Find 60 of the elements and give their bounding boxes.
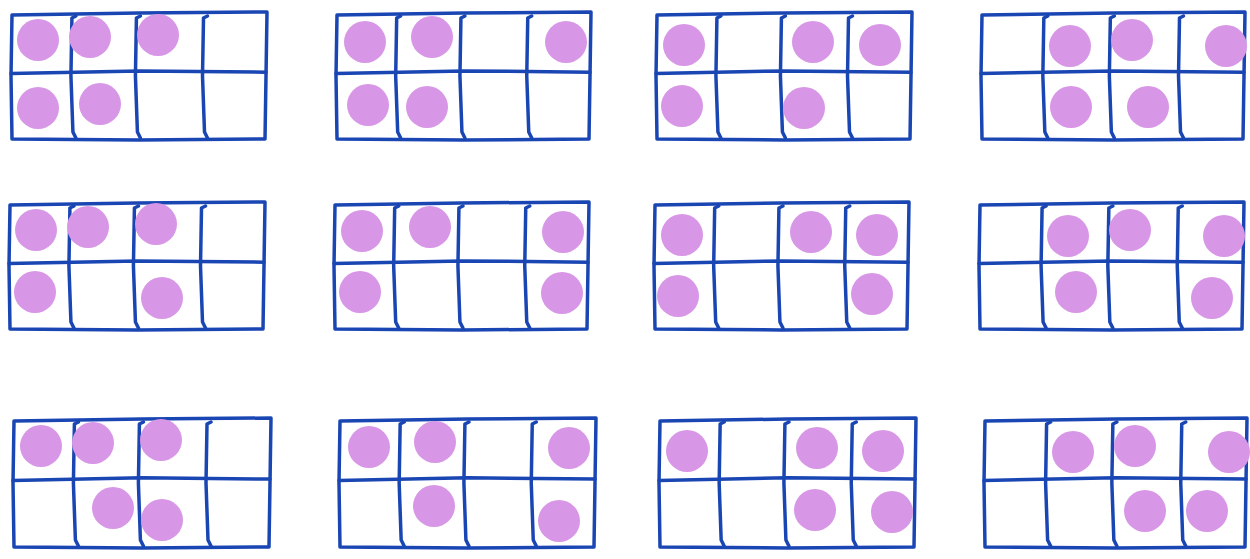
- counter-dot: [1203, 215, 1245, 257]
- counter-dot: [856, 214, 898, 256]
- counter-dot: [1109, 209, 1151, 251]
- counter-dot: [92, 487, 134, 529]
- counter-dot: [341, 210, 383, 252]
- counter-dot: [661, 214, 703, 256]
- counter-dot: [414, 421, 456, 463]
- counter-dot: [406, 86, 448, 128]
- counter-dot: [783, 87, 825, 129]
- counter-dot: [1127, 86, 1169, 128]
- counter-dot: [792, 21, 834, 63]
- counter-dot: [347, 84, 389, 126]
- counter-dot: [67, 206, 109, 248]
- counter-dot: [14, 271, 56, 313]
- counter-dot: [666, 430, 708, 472]
- counter-dot: [344, 21, 386, 63]
- counter-dot: [1047, 215, 1089, 257]
- counter-dot: [1124, 490, 1166, 532]
- counter-dot: [339, 271, 381, 313]
- counter-dot: [411, 16, 453, 58]
- counter-dot: [1049, 25, 1091, 67]
- counter-dot: [137, 14, 179, 56]
- counter-dot: [661, 85, 703, 127]
- counter-dot: [548, 427, 590, 469]
- counter-dot: [538, 500, 580, 542]
- counter-dot: [1055, 271, 1097, 313]
- counter-dot: [1208, 431, 1250, 473]
- counter-dot: [79, 83, 121, 125]
- counter-dot: [1111, 19, 1153, 61]
- counter-dot: [851, 273, 893, 315]
- counter-dot: [17, 87, 59, 129]
- counter-dot: [348, 426, 390, 468]
- counter-dot: [72, 422, 114, 464]
- counter-dot: [413, 485, 455, 527]
- counter-dot: [794, 489, 836, 531]
- counter-dot: [859, 24, 901, 66]
- counter-dot: [135, 203, 177, 245]
- counter-dot: [1052, 431, 1094, 473]
- counter-dot: [541, 272, 583, 314]
- counter-dot: [790, 211, 832, 253]
- counter-dot: [1050, 86, 1092, 128]
- counter-dot: [69, 16, 111, 58]
- counter-dot: [15, 209, 57, 251]
- counter-dot: [1114, 425, 1156, 467]
- counter-dot: [871, 491, 913, 533]
- counter-dot: [17, 19, 59, 61]
- counter-dot: [1191, 277, 1233, 319]
- counter-dot: [140, 419, 182, 461]
- counter-dot: [409, 206, 451, 248]
- counter-dot: [862, 430, 904, 472]
- counter-dot: [141, 277, 183, 319]
- counter-dot: [1186, 490, 1228, 532]
- counter-dot: [1205, 25, 1247, 67]
- counter-dot: [663, 24, 705, 66]
- counter-dot: [141, 499, 183, 541]
- counter-dot: [545, 21, 587, 63]
- counter-dot: [657, 275, 699, 317]
- counter-dot: [796, 427, 838, 469]
- counter-dot: [542, 211, 584, 253]
- counter-dot: [20, 425, 62, 467]
